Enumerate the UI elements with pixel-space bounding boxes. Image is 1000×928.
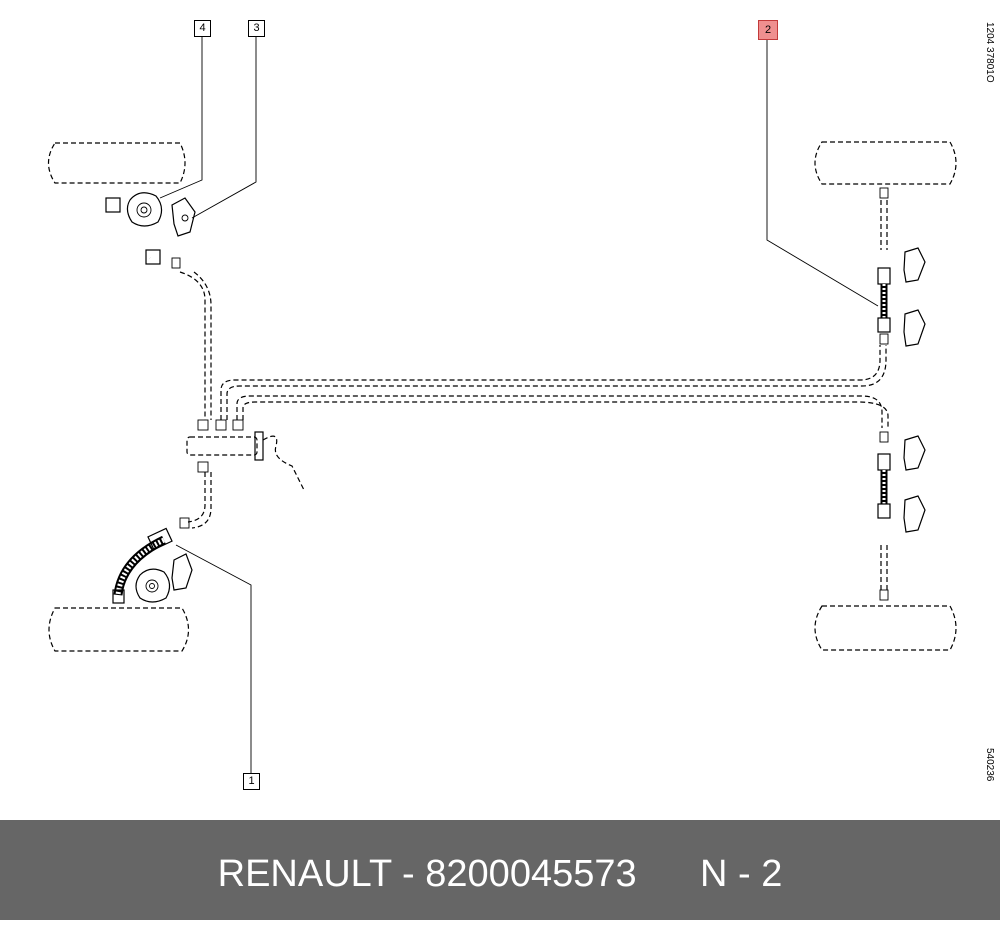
callout-2-highlighted[interactable]: 2 <box>758 20 778 40</box>
front-left-flexible-hose <box>105 197 181 269</box>
callout-3[interactable]: 3 <box>248 20 265 37</box>
callout-1[interactable]: 1 <box>243 773 260 790</box>
wheel-front-left <box>47 142 186 184</box>
drawing-code-bottom: 540236 <box>984 748 995 782</box>
leader-lines <box>159 37 879 773</box>
part-number: 8200045573 <box>425 853 637 895</box>
callout-4[interactable]: 4 <box>194 20 211 37</box>
footer-bar: RENAULT - 8200045573 N - 2 <box>0 820 1000 920</box>
wheel-rear-right <box>814 605 957 651</box>
front-left-caliper <box>126 192 163 227</box>
front-left-pipe <box>179 271 212 420</box>
wheel-front-right <box>814 141 957 185</box>
brand-name: RENAULT <box>217 853 392 895</box>
rear-right-flexible-hose <box>877 453 891 519</box>
brand-separator: - <box>391 853 426 895</box>
pipe-to-front-right <box>220 345 887 420</box>
rear-left-caliper <box>135 568 171 603</box>
front-right-brackets <box>903 247 926 347</box>
front-right-flexible-hose <box>877 267 891 333</box>
diagram-drawing <box>47 37 957 773</box>
master-cylinder <box>186 419 305 491</box>
rear-left-pipe <box>179 472 212 529</box>
position-label: N - 2 <box>699 853 783 895</box>
footer-caption: RENAULT - 8200045573 N - 2 <box>0 820 1000 920</box>
front-left-bracket <box>171 197 196 237</box>
rear-left-bracket <box>171 553 193 591</box>
wheel-rear-left <box>48 607 190 652</box>
pipe-to-rear-right <box>236 395 889 428</box>
brake-hose-diagram: 4 3 2 1 1204 37801O 540236 <box>47 20 995 790</box>
rear-left-flexible-hose <box>112 527 173 604</box>
rear-right-brackets <box>903 435 926 533</box>
front-right-pipe <box>879 187 889 345</box>
caption-gap <box>637 853 700 895</box>
rear-right-pipe <box>879 431 889 601</box>
drawing-code-top: 1204 37801O <box>984 22 995 83</box>
